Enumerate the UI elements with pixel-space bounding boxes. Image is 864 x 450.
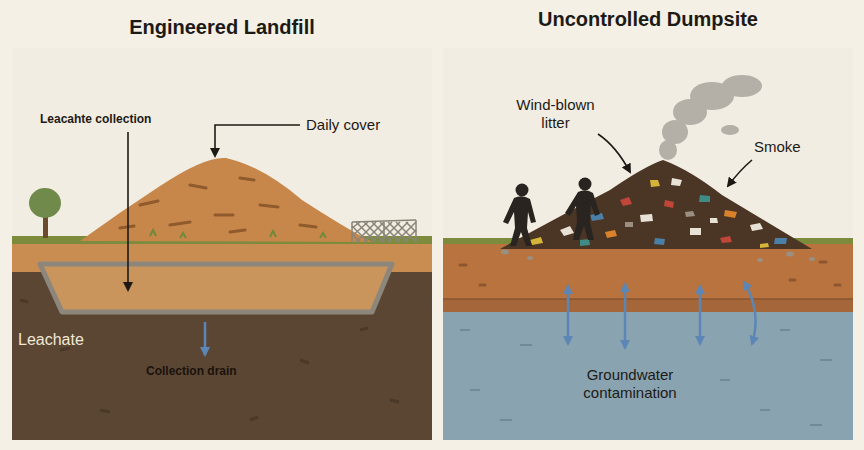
- leader-line: [728, 160, 752, 186]
- sky: [12, 48, 432, 242]
- grass-tufts: [150, 230, 326, 238]
- panel-heading: Uncontrolled Dumpsite: [443, 8, 853, 31]
- callout-label: Groundwater contamination: [545, 366, 715, 402]
- liner-cell: [40, 264, 392, 312]
- scavenger-figure: [565, 178, 600, 241]
- layer-label: Collection drain: [146, 364, 276, 378]
- pebbles: [501, 250, 815, 263]
- smoke-plume: [659, 75, 762, 160]
- callout-label: Leacahte collection: [40, 112, 180, 126]
- water-texture: [460, 330, 832, 425]
- fence: [352, 220, 416, 242]
- groundwater: [443, 312, 853, 440]
- mound-texture: [120, 178, 316, 232]
- callout-label: Smoke: [754, 138, 824, 156]
- layer-label: Leachate: [18, 330, 128, 349]
- seepage-arrows: [568, 282, 756, 348]
- waste-items: [530, 178, 787, 248]
- topsoil: [443, 244, 853, 299]
- waste-pile: [500, 160, 812, 249]
- soil-texture: [460, 262, 840, 285]
- callout-label: Daily cover: [306, 116, 416, 134]
- leader-line: [598, 134, 630, 172]
- leader-line: [215, 125, 300, 156]
- drain-arrow: [204, 322, 207, 355]
- landfill-mound: [80, 158, 372, 242]
- tree-canopy: [29, 188, 61, 218]
- leader-line: [127, 132, 129, 290]
- panel-heading: Engineered Landfill: [12, 16, 432, 39]
- callout-label: Wind-blown litter: [508, 96, 603, 132]
- soil-texture: [20, 300, 399, 420]
- soil-line: [443, 298, 853, 300]
- scavenger-figure: [503, 184, 536, 247]
- soil-band: [443, 299, 853, 312]
